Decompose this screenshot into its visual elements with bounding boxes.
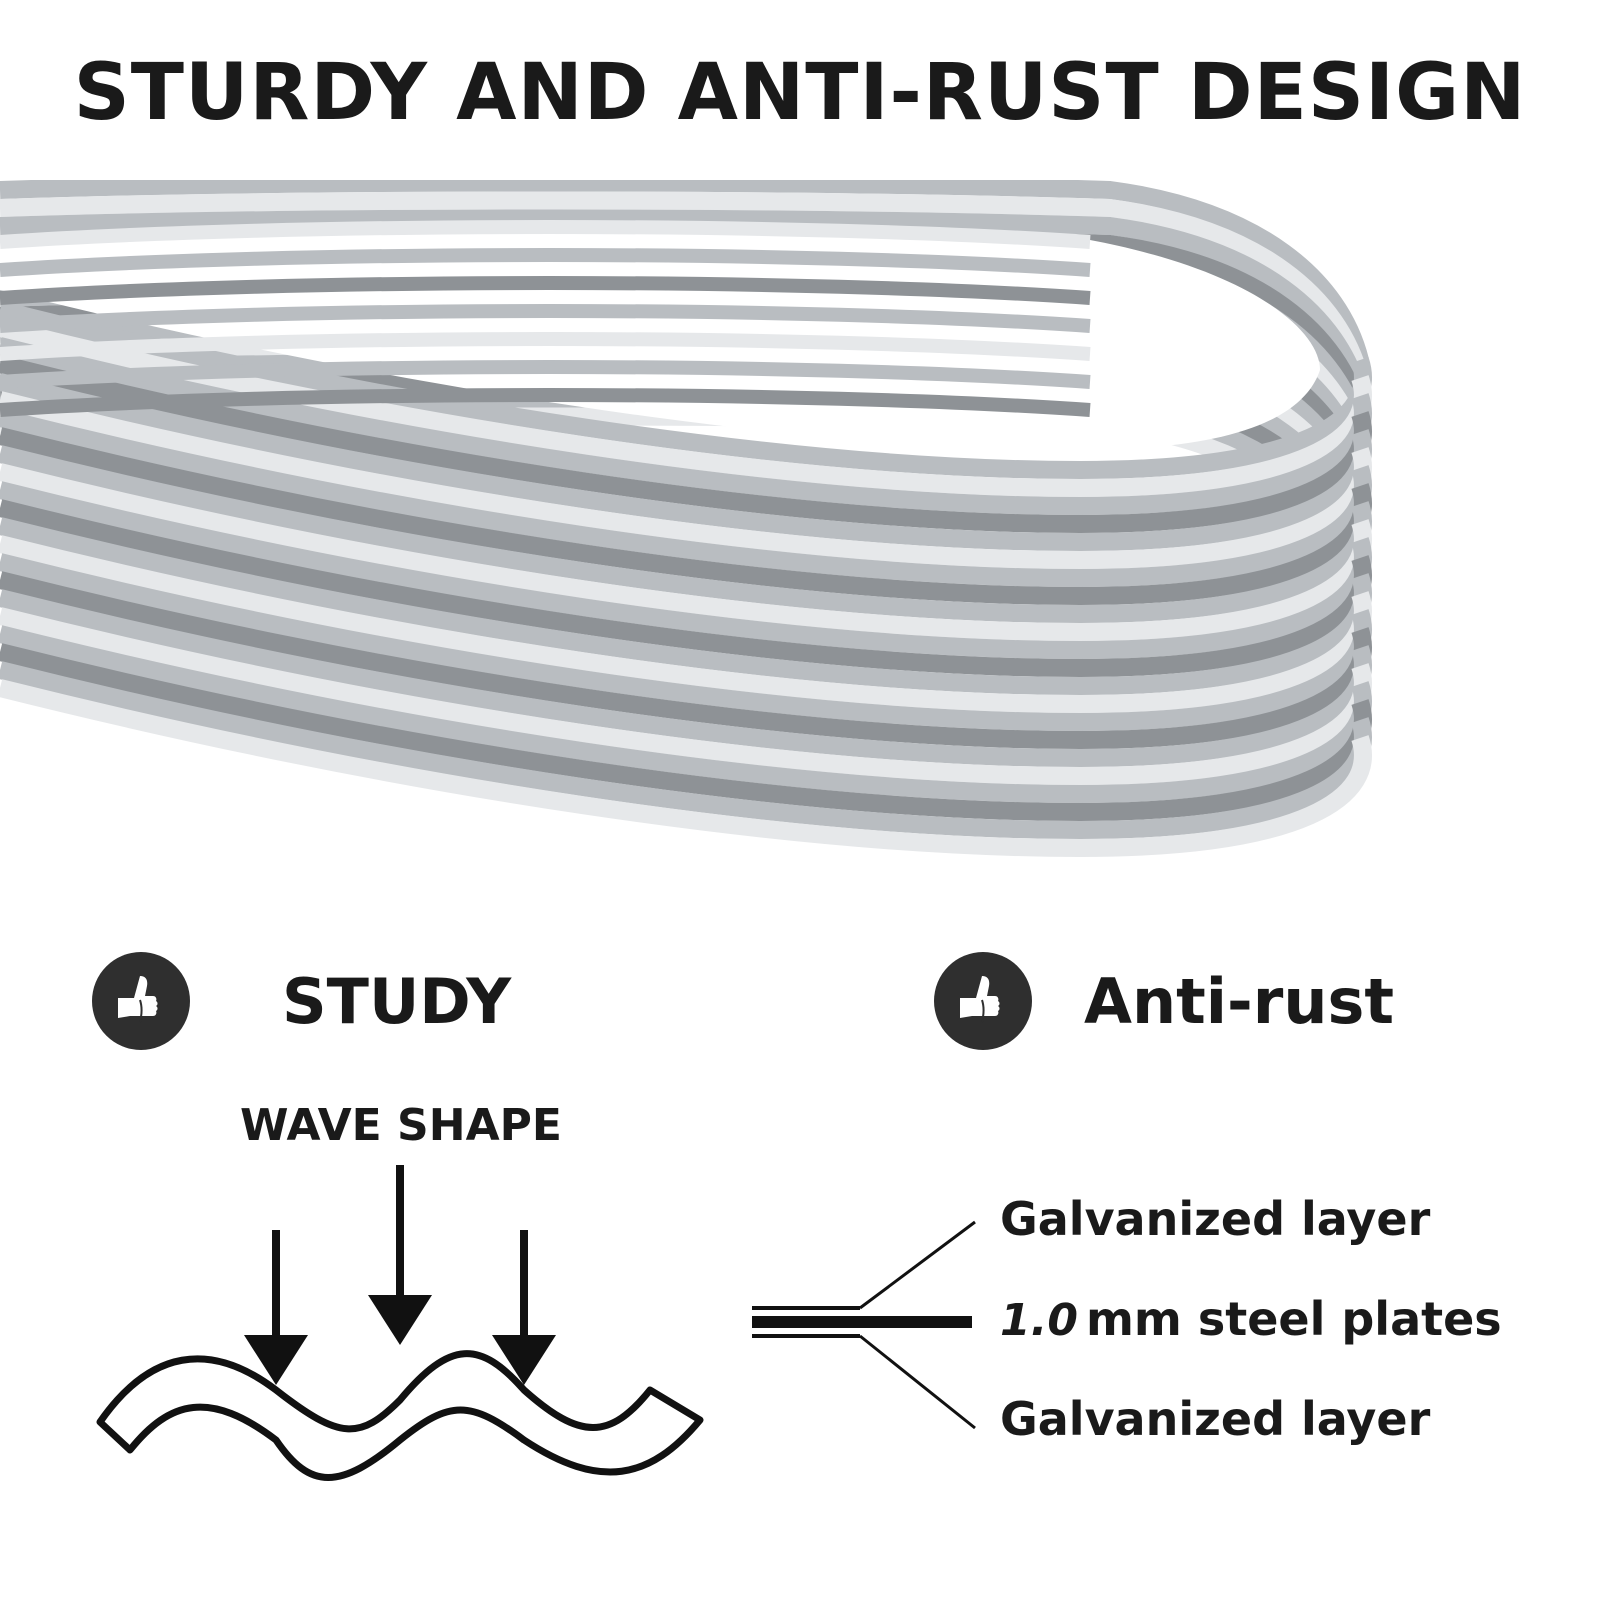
back-wall-stripe	[0, 304, 1091, 333]
down-arrow-icon	[492, 1230, 556, 1385]
front-wall-stripe	[0, 373, 1372, 552]
front-wall-stripe	[0, 391, 1372, 570]
front-wall-stripe	[0, 589, 1372, 768]
back-wall-stripe	[0, 180, 1369, 363]
front-wall-stripe	[0, 445, 1372, 624]
front-wall-stripe	[0, 553, 1372, 732]
front-wall-stripe	[0, 337, 1372, 516]
front-wall-stripe	[0, 661, 1372, 840]
back-wall-stripe	[0, 332, 1091, 361]
thumbs-up-icon	[92, 952, 190, 1050]
back-wall-stripe	[0, 220, 1091, 249]
front-wall-stripe	[0, 607, 1372, 786]
layer-diagram	[752, 1220, 976, 1430]
thickness-value: 1.0	[1000, 1295, 1078, 1346]
feature-label: STUDY	[282, 964, 512, 1038]
back-wall-stripe	[0, 248, 1091, 277]
back-wall-stripe	[0, 276, 1091, 305]
steel-plate-label: mm steel plates	[1085, 1292, 1502, 1346]
layer-label-top: Galvanized layer	[1000, 1192, 1431, 1246]
front-wall-stripe	[0, 517, 1372, 696]
wave-sheet	[96, 1350, 704, 1481]
front-wall-stripe	[0, 355, 1372, 534]
back-wall-stripe	[0, 360, 1091, 389]
wave-shape-label: WAVE SHAPE	[240, 1100, 562, 1151]
feature-study: STUDY	[92, 952, 511, 1050]
front-wall-stripe	[0, 535, 1372, 714]
feature-label: Anti-rust	[1084, 964, 1394, 1038]
front-wall-stripe	[0, 679, 1372, 858]
thumbs-up-icon	[934, 952, 1032, 1050]
front-wall-stripe	[0, 409, 1372, 588]
feature-anti-rust: Anti-rust	[934, 952, 1394, 1050]
front-wall-stripe	[0, 499, 1372, 678]
page-title: STURDY AND ANTI-RUST DESIGN	[73, 48, 1527, 138]
layer-label-bottom: Galvanized layer	[1000, 1392, 1431, 1446]
front-wall-stripe	[0, 301, 1372, 480]
back-wall-stripe	[0, 388, 1091, 417]
down-arrow-icon	[244, 1230, 308, 1385]
back-wall-stripe	[0, 191, 1369, 381]
front-wall-stripe	[0, 481, 1372, 660]
back-wall-stripe	[0, 209, 1369, 399]
front-wall-stripe	[0, 427, 1372, 606]
down-arrow-icon	[368, 1165, 432, 1345]
front-wall-stripe	[0, 463, 1372, 642]
galvanized-raised-bed-photo	[0, 180, 1372, 858]
front-wall-stripe	[0, 571, 1372, 750]
front-wall-stripe	[0, 625, 1372, 804]
front-wall-stripe	[0, 643, 1372, 822]
